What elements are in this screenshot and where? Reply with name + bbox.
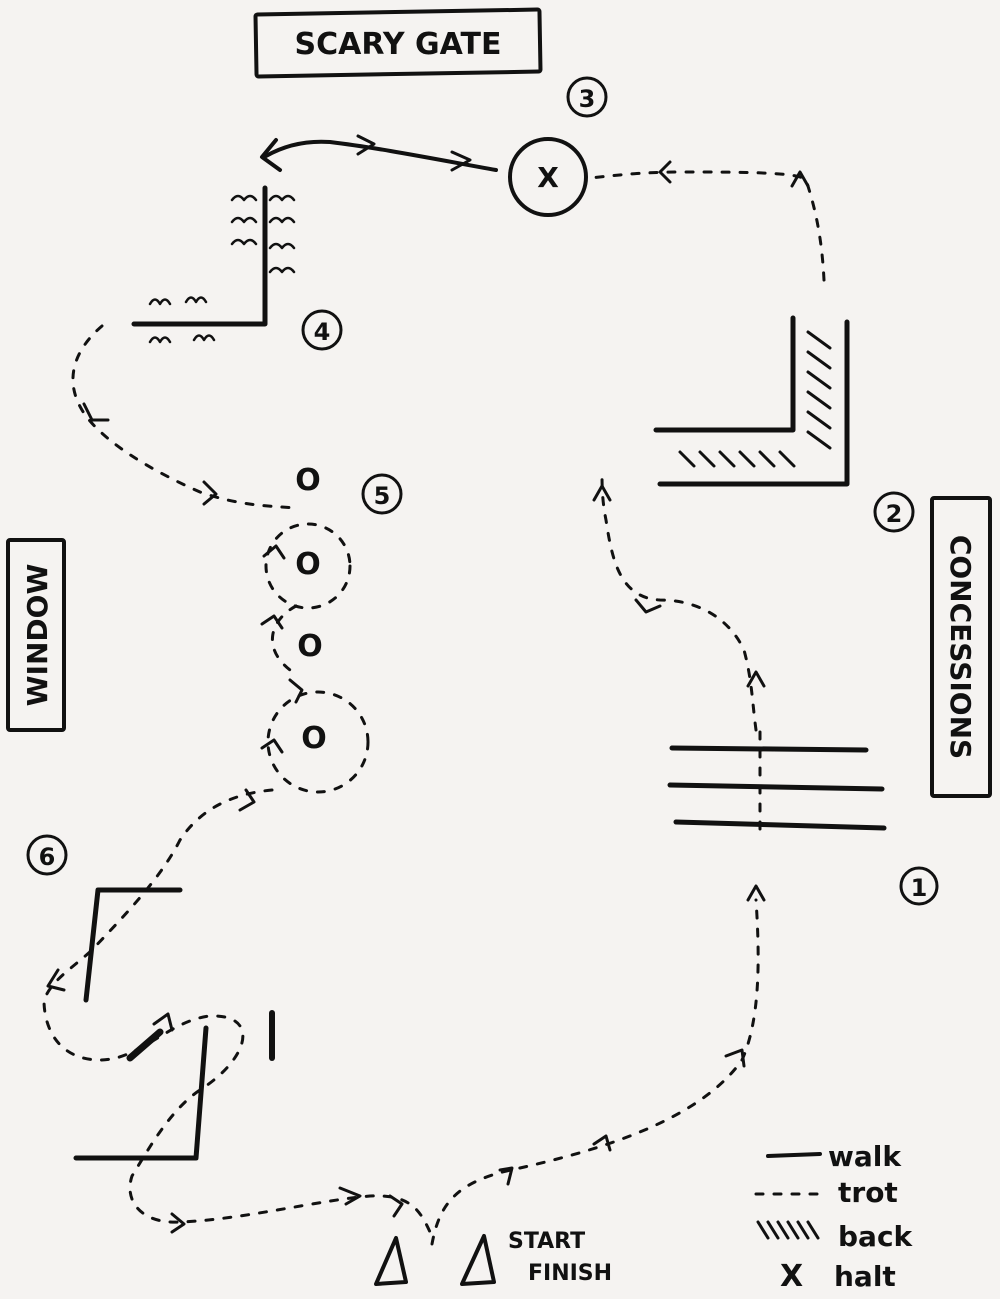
svg-text:3: 3 (579, 85, 596, 113)
legend-back-label: back (838, 1220, 914, 1253)
start-finish-markers: START FINISH (374, 1229, 612, 1286)
walk-route (260, 134, 498, 172)
legend-trot-label: trot (838, 1176, 898, 1209)
legend-walk-label: walk (828, 1140, 902, 1173)
legend-halt-symbol: X (780, 1259, 803, 1294)
route-arrows (46, 160, 810, 1234)
obstacle-1-marker: 1 (899, 866, 939, 906)
halt-circle: X (508, 137, 588, 217)
cone: O (297, 629, 323, 664)
concessions-label-box: CONCESSIONS (930, 496, 992, 798)
svg-text:4: 4 (314, 318, 331, 346)
trot-route (42, 170, 826, 1246)
legend-halt-label: halt (834, 1260, 896, 1293)
svg-text:6: 6 (39, 843, 56, 871)
window-label-box: WINDOW (6, 538, 66, 732)
finish-label: FINISH (528, 1261, 612, 1286)
start-label: START (508, 1229, 585, 1254)
cone: O (301, 721, 327, 756)
obstacle-6-marker: 6 (26, 834, 68, 876)
concessions-label: CONCESSIONS (944, 535, 977, 759)
cone: O (295, 547, 321, 582)
cone-weave: O O O O (264, 463, 370, 794)
svg-text:5: 5 (374, 482, 391, 510)
obstacle-4-marker: 4 (301, 309, 343, 351)
ground-poles (667, 730, 887, 842)
scary-gate-label-box: SCARY GATE (253, 7, 543, 79)
window-label: WINDOW (21, 564, 54, 707)
back-through-l (653, 315, 850, 487)
legend: walk trot back X halt (754, 1140, 914, 1294)
walk-through-l (131, 185, 296, 344)
gate-obstacle (73, 887, 275, 1161)
svg-text:1: 1 (911, 874, 928, 902)
obstacle-3-marker: 3 (566, 76, 608, 118)
cone: O (295, 463, 321, 498)
obstacle-5-marker: 5 (361, 473, 403, 515)
halt-x: X (537, 161, 559, 194)
back-hatch (678, 330, 832, 468)
flower-marks (148, 194, 296, 344)
obstacle-2-marker: 2 (873, 491, 915, 533)
svg-text:2: 2 (886, 500, 903, 528)
scary-gate-label: SCARY GATE (295, 27, 502, 62)
